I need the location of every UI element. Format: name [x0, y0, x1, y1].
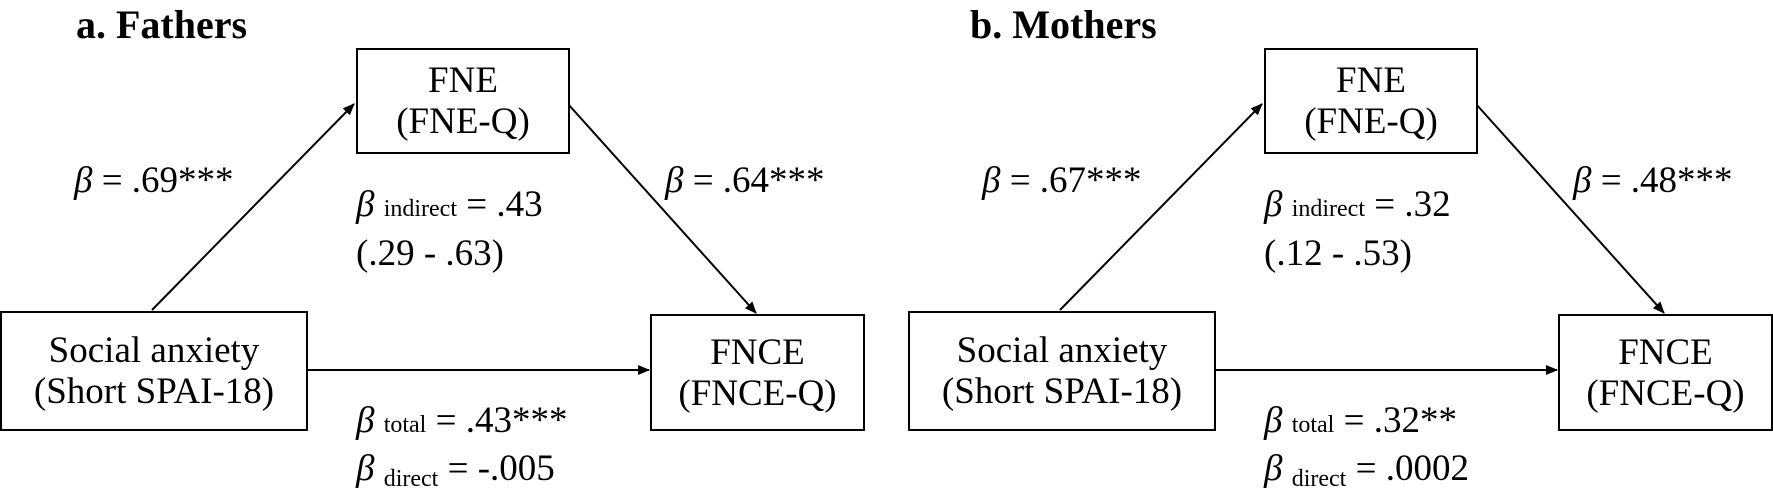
path-arrows [151, 103, 757, 375]
predictor-name: Social anxiety [48, 330, 260, 371]
direct-effect-label: β direct = .0002 [1264, 448, 1469, 494]
beta-symbol: β [74, 160, 93, 201]
path-a-label: β = .67*** [982, 160, 1142, 202]
panel-mothers: b. Mothers FNE (FNE-Q) Social anxiety (S… [908, 0, 1773, 503]
indirect-value: = .43 [457, 184, 543, 225]
direct-value: = -.005 [438, 448, 555, 489]
beta-symbol: β [356, 184, 375, 225]
mediator-name: FNE [428, 60, 498, 101]
panel-fathers: a. Fathers FNE (FNE-Q) Social anxiety (S… [0, 2, 865, 494]
mediator-measure: (FNE-Q) [396, 101, 530, 142]
predictor-box: Social anxiety (Short SPAI-18) [908, 311, 1216, 431]
predictor-measure: (Short SPAI-18) [941, 371, 1183, 412]
mediator-box: FNE (FNE-Q) [356, 48, 570, 154]
predictor-measure: (Short SPAI-18) [33, 371, 275, 412]
direct-subscript: direct [1291, 466, 1347, 492]
arrow-b-path [567, 103, 757, 314]
outcome-measure: (FNCE-Q) [678, 372, 837, 414]
outcome-box: FNCE (FNCE-Q) [1558, 314, 1773, 431]
indirect-effect-label: β indirect = .43 [356, 184, 543, 230]
indirect-subscript: indirect [383, 196, 457, 222]
direct-effect-label: β direct = -.005 [356, 448, 555, 494]
beta-symbol: β [356, 448, 375, 489]
panel-title: a. Fathers [76, 2, 248, 47]
total-subscript: total [383, 412, 427, 438]
indirect-ci: (.12 - .53) [1264, 233, 1412, 274]
total-subscript: total [1291, 412, 1335, 438]
path-a-value: = .69*** [92, 160, 234, 201]
beta-symbol: β [1264, 184, 1283, 225]
arrow-a-path [151, 103, 355, 311]
total-value: = .32** [1334, 400, 1457, 441]
outcome-box: FNCE (FNCE-Q) [650, 314, 865, 431]
beta-symbol: β [1264, 400, 1283, 441]
arrow-b-path [1475, 103, 1665, 314]
path-b-value: = .48*** [1591, 160, 1733, 201]
predictor-box: Social anxiety (Short SPAI-18) [0, 311, 308, 431]
arrow-a-path [1059, 103, 1263, 311]
total-effect-label: β total = .43*** [356, 400, 567, 446]
mediator-name: FNE [1336, 60, 1406, 101]
mediator-box: FNE (FNE-Q) [1264, 48, 1478, 154]
indirect-ci: (.29 - .63) [356, 233, 504, 274]
predictor-name: Social anxiety [956, 330, 1168, 371]
path-a-value: = .67*** [1000, 160, 1142, 201]
outcome-name: FNCE [1618, 331, 1713, 373]
total-value: = .43*** [426, 400, 568, 441]
beta-symbol: β [1573, 160, 1592, 201]
beta-symbol: β [665, 160, 684, 201]
panel-title: b. Mothers [970, 2, 1157, 47]
direct-value: = .0002 [1346, 448, 1469, 489]
indirect-subscript: indirect [1291, 196, 1365, 222]
beta-symbol: β [1264, 448, 1283, 489]
beta-symbol: β [356, 400, 375, 441]
path-arrows [1059, 103, 1665, 375]
direct-subscript: direct [383, 466, 439, 492]
total-effect-label: β total = .32** [1264, 400, 1457, 446]
path-b-label: β = .64*** [665, 160, 825, 202]
beta-symbol: β [982, 160, 1001, 201]
outcome-name: FNCE [710, 331, 805, 373]
path-a-label: β = .69*** [74, 160, 234, 202]
outcome-measure: (FNCE-Q) [1586, 372, 1745, 414]
path-b-value: = .64*** [683, 160, 825, 201]
mediator-measure: (FNE-Q) [1304, 101, 1438, 142]
indirect-effect-label: β indirect = .32 [1264, 184, 1451, 230]
indirect-value: = .32 [1365, 184, 1451, 225]
path-b-label: β = .48*** [1573, 160, 1733, 202]
